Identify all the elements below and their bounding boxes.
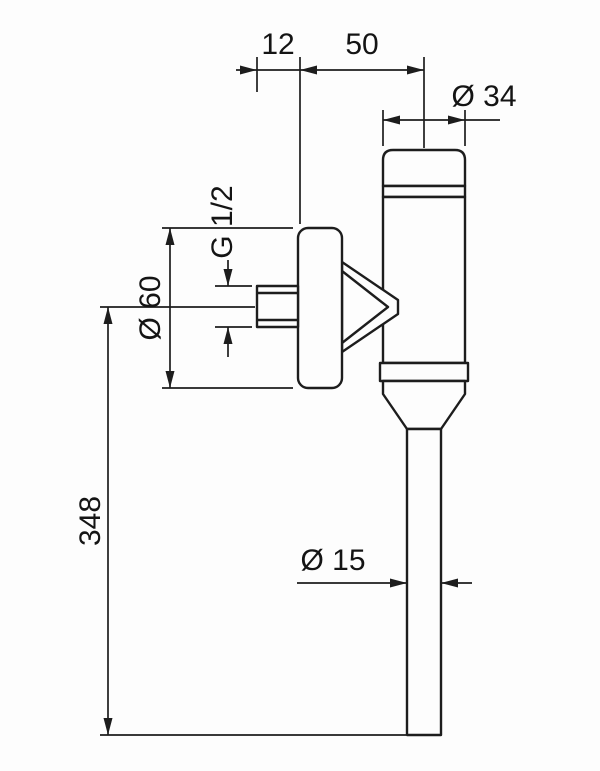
arrowhead [300,65,317,75]
valve-body [381,195,467,365]
valve-part [255,148,470,737]
dim-thread-g12 [215,260,252,357]
arrowhead [390,578,407,588]
arrowhead [223,269,233,286]
arrowhead [223,327,233,344]
outlet-pipe [405,427,443,737]
cone-crease [341,270,390,344]
valve-cap [381,148,467,188]
dim-overall-height-348 [100,306,406,736]
arrowhead [165,228,175,245]
arrowhead [103,307,113,324]
dim-g12-label: G 1/2 [206,185,239,258]
dim-348-label: 348 [74,496,107,546]
dim-d34-label: Ø 34 [451,80,516,113]
arrowhead [240,65,257,75]
arrowhead [441,578,458,588]
valve-ring [381,184,467,199]
dim-body-diameter-34 [382,110,500,146]
arrowhead [448,115,465,125]
dim-d15-label: Ø 15 [300,544,365,577]
valve-lower-nut [378,361,470,383]
dim-12-label: 12 [261,28,294,61]
dim-d60-label: Ø 60 [134,275,167,340]
labels-layer: 12 50 Ø 34 G 1/2 Ø 60 348 Ø 15 [74,28,517,577]
dim-pipe-diameter-15 [297,578,472,588]
arrowhead [383,115,400,125]
dimensions-layer [100,57,500,736]
wall-flange [296,226,344,390]
valve-taper [381,379,467,431]
arrowhead [165,371,175,388]
dim-button-protrusion-12-and-flange-to-axis-50 [236,57,425,224]
dim-50-label: 50 [345,28,378,61]
dim-flange-diameter-60 [162,227,293,389]
arrowhead [103,718,113,735]
arrowhead [407,65,424,75]
